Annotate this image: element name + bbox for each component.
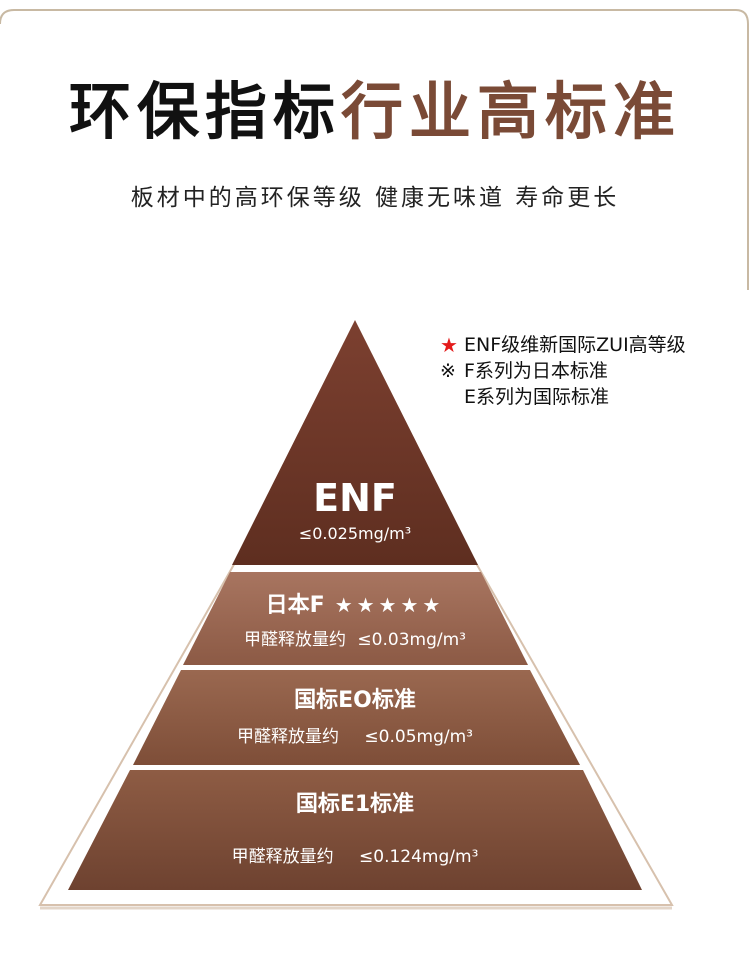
tier-japan-f: 日本F ★★★★★ 甲醛释放量约 ≤0.03mg/m³ — [190, 590, 520, 650]
tier-japan-f-title: 日本F — [265, 593, 325, 618]
tier-japan-f-header: 日本F ★★★★★ — [190, 590, 520, 621]
tier-eo-spec: ≤0.05mg/m³ — [364, 727, 473, 747]
five-star-rating-icon: ★★★★★ — [334, 593, 445, 617]
tier-e1-title: 国标E1标准 — [295, 792, 415, 817]
title-brown-part: 行业高标准 — [341, 75, 682, 148]
tier-e1-label: 甲醛释放量约 — [231, 847, 334, 867]
tier-japan-f-spec: ≤0.03mg/m³ — [357, 630, 466, 650]
tier-japan-f-shape — [183, 572, 528, 665]
tier-e1: 国标E1标准 甲醛释放量约 ≤0.124mg/m³ — [170, 790, 540, 867]
tier-japan-f-label: 甲醛释放量约 — [244, 630, 347, 650]
tier-enf-title: ENF — [313, 476, 397, 520]
note-e-series: E系列为国际标准 — [440, 384, 686, 410]
legend-notes: ★ ENF级维新国际ZUI高等级 ※ F系列为日本标准 E系列为国际标准 — [440, 332, 686, 410]
title-dark-part: 环保指标 — [68, 75, 341, 148]
note-f-series-text: F系列为日本标准 — [464, 360, 608, 382]
tier-eo-shape — [133, 670, 580, 765]
pyramid-outline — [38, 349, 674, 906]
note-enf-text: ENF级维新国际ZUI高等级 — [464, 334, 686, 356]
page-subtitle: 板材中的高环保等级 健康无味道 寿命更长 — [130, 185, 620, 211]
tier-eo: 国标EO标准 甲醛释放量约 ≤0.05mg/m³ — [180, 686, 530, 747]
note-e-series-text: E系列为国际标准 — [464, 386, 610, 408]
reference-mark-icon: ※ — [440, 360, 456, 382]
page-title: 环保指标行业高标准 — [0, 72, 750, 152]
tier-e1-spec: ≤0.124mg/m³ — [359, 847, 479, 867]
tier-eo-label: 甲醛释放量约 — [237, 727, 340, 747]
tier-enf: ENF ≤0.025mg/m³ — [255, 476, 455, 543]
note-enf: ★ ENF级维新国际ZUI高等级 — [440, 332, 686, 358]
tier-japan-f-spec-row: 甲醛释放量约 ≤0.03mg/m³ — [190, 625, 520, 650]
tier-eo-spec-row: 甲醛释放量约 ≤0.05mg/m³ — [180, 722, 530, 747]
tier-eo-title: 国标EO标准 — [294, 688, 416, 713]
tier-enf-spec: ≤0.025mg/m³ — [298, 524, 412, 543]
red-star-icon: ★ — [440, 333, 458, 357]
note-f-series: ※ F系列为日本标准 — [440, 358, 686, 384]
tier-e1-shape — [68, 770, 642, 890]
tier-e1-spec-row: 甲醛释放量约 ≤0.124mg/m³ — [170, 842, 540, 867]
tier-enf-shape — [232, 320, 478, 565]
